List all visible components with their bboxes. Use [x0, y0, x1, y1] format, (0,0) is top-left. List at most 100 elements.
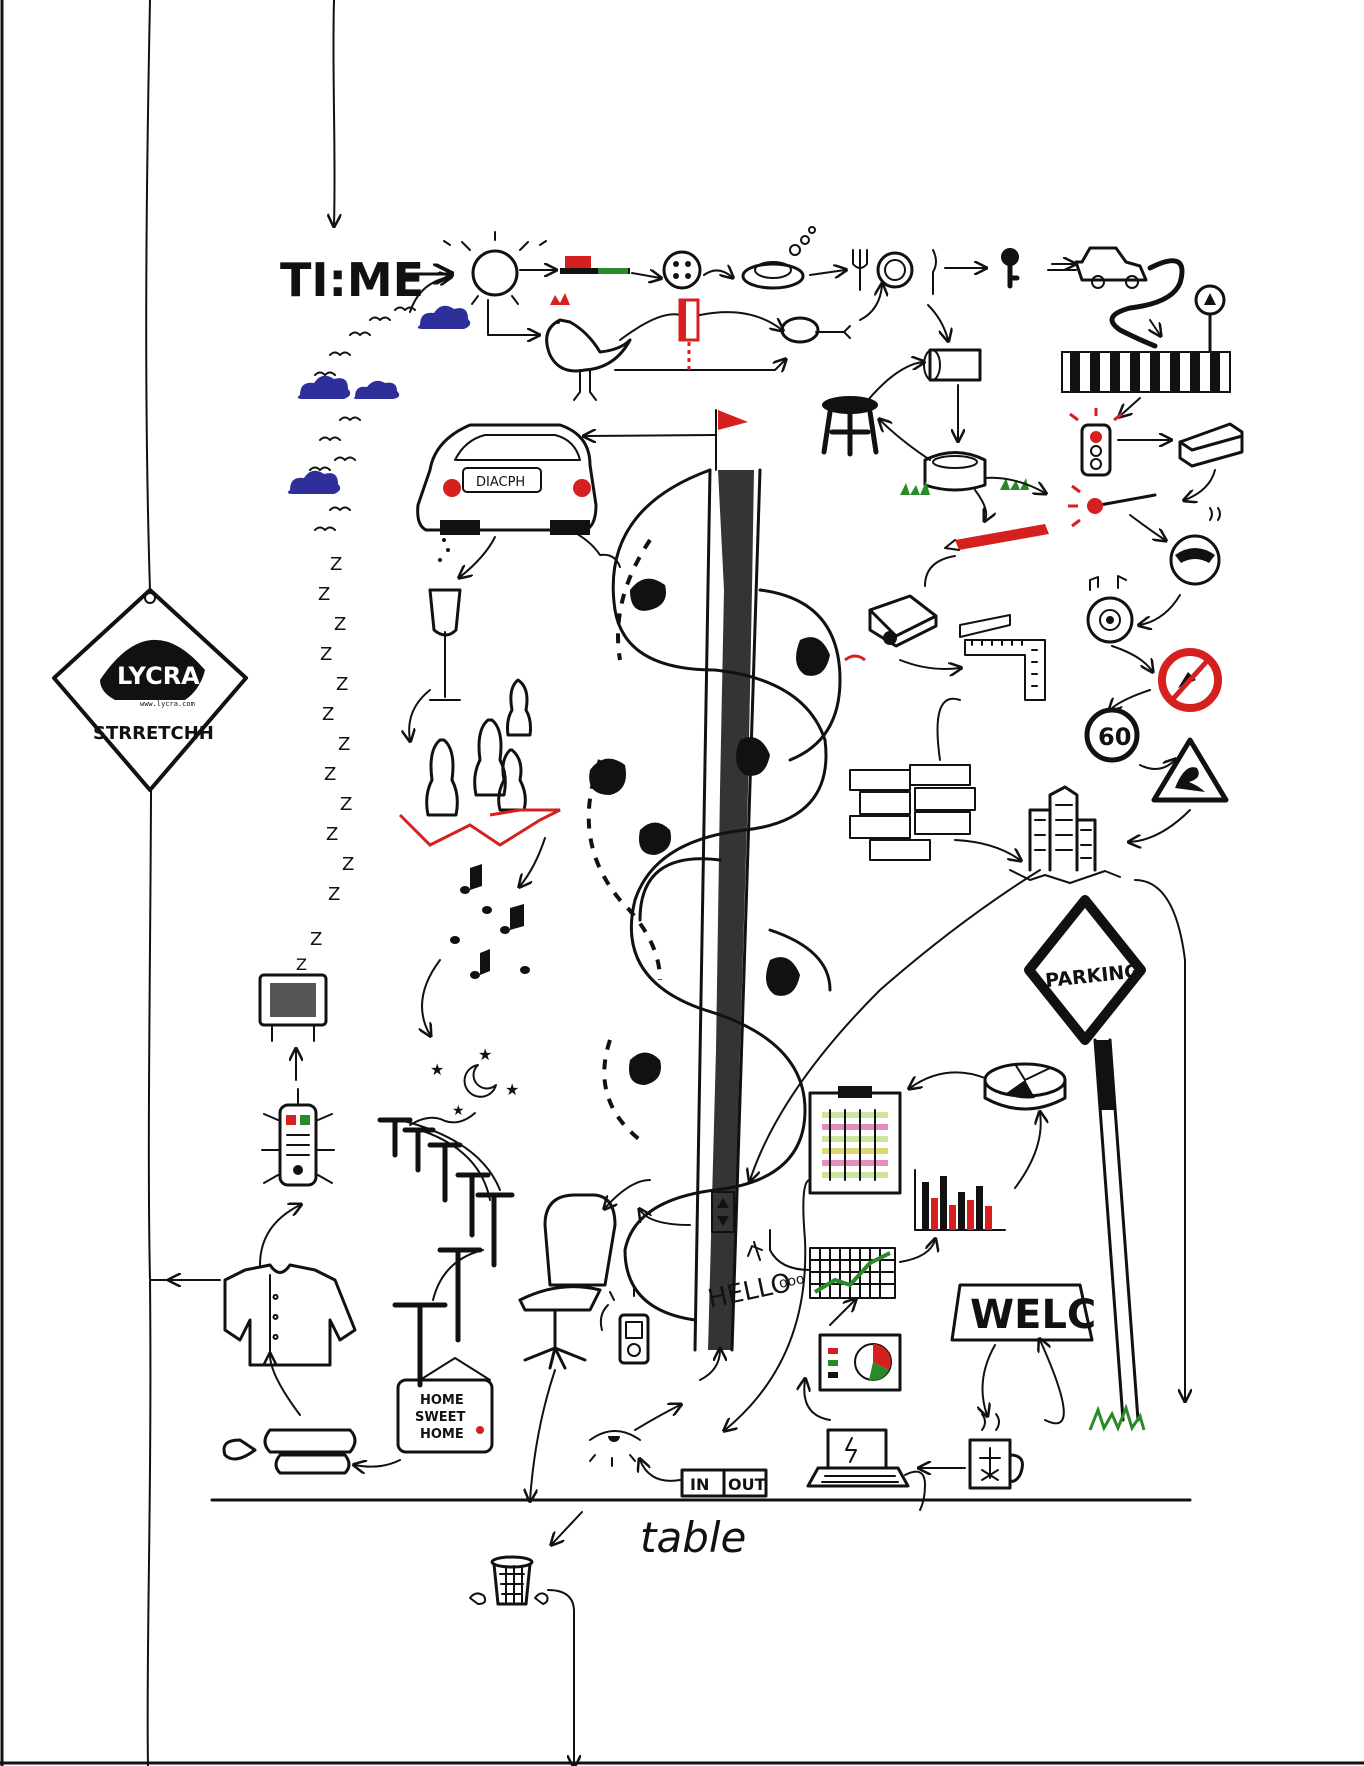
report-icon: [818, 1333, 902, 1392]
laptop-icon: [806, 1428, 926, 1511]
arrow-toothbrush-button: [631, 273, 660, 278]
arrow-table-trash: [552, 1511, 583, 1544]
champagne-icon: [428, 538, 462, 701]
sleep-z: Z: [336, 674, 348, 695]
lycra-sign: LYCRA www.lycra.com STRRETCHH: [52, 588, 248, 792]
arrow-soap-cutlery: [809, 270, 845, 275]
table-label: table: [640, 1513, 746, 1562]
road-sign-icon: [1194, 284, 1226, 357]
slippery-road-icon: [1151, 737, 1229, 803]
home-sign-line1: HOME: [420, 1393, 464, 1408]
trash-can-icon: [469, 1555, 549, 1606]
arrow-razor-leg: [699, 311, 782, 330]
sleep-z: Z: [322, 704, 334, 725]
sleep-z: Z: [340, 794, 352, 815]
clouds-icon: [287, 305, 471, 494]
steering-wheel-icon: [1169, 507, 1221, 586]
stump-icon: [900, 451, 1029, 495]
sleep-z: Z: [338, 734, 350, 755]
door-icon: IN OUT: [680, 1468, 768, 1498]
arrow-sign-speed: [1110, 689, 1151, 710]
welcome-mat-icon: WELC: [950, 1283, 1096, 1342]
arrow-key-car: [1047, 264, 1076, 270]
arrow-flag-car: [585, 435, 716, 436]
remote-control-icon: [261, 1088, 335, 1187]
arrow-clock-rooster: [487, 299, 538, 335]
razor-icon: [678, 298, 700, 370]
clipboard-icon: [808, 1086, 902, 1195]
arrow-home-slippers: [355, 1459, 401, 1467]
connector-ruler-wall: [936, 697, 961, 761]
music-notes-icon: [450, 864, 530, 979]
top-arrow-line: [333, 0, 334, 225]
toilet-roll-icon: [923, 348, 982, 382]
no-overtaking-icon: [1158, 648, 1222, 712]
sharpener-icon: [844, 594, 938, 662]
arrow-door-eye: [640, 1460, 681, 1482]
sleep-z: Z: [330, 554, 342, 575]
connector-pencil-sharpener: [924, 555, 956, 587]
connector-powerline-moon: [409, 1112, 476, 1126]
speed-limit-icon: 60: [1084, 707, 1140, 763]
line-chart-icon: [809, 1247, 896, 1299]
car-icon: [1074, 246, 1148, 289]
arrow-door-phone: [699, 1350, 720, 1381]
arrow-sharpener-ruler: [899, 659, 960, 669]
lycra-stretch-text: STRRETCHH: [93, 723, 214, 744]
arrow-wall-city: [954, 839, 1020, 860]
car-rear-icon: DIACPH: [416, 423, 621, 568]
television-icon: [258, 973, 328, 1042]
svg-text:★: ★: [478, 1045, 492, 1064]
arrow-report-line: [829, 1300, 855, 1326]
arrow-box-match: [1185, 469, 1216, 500]
elevator-icon: [711, 1191, 735, 1233]
home-sign-line3: HOME: [420, 1427, 464, 1442]
arrow-bowling-notes: [520, 837, 546, 886]
time-title: TI:ME: [280, 253, 424, 307]
home-sweet-home-sign: HOME SWEET HOME: [396, 1357, 494, 1454]
arrow-laptop-report: [804, 1380, 831, 1421]
match-icon: [1068, 484, 1157, 528]
arrow-wheel-radio: [1140, 594, 1181, 625]
chicken-leg-icon: [780, 316, 851, 344]
cutlery-icon: [852, 249, 937, 295]
stool-icon: [821, 396, 879, 457]
welcome-sign-text: WELC: [970, 1292, 1096, 1338]
arrow-stump-pencil: [974, 489, 986, 520]
box-icon: [1178, 422, 1244, 468]
arrow-city-elevator: [750, 869, 1041, 1180]
svg-text:★: ★: [430, 1060, 444, 1079]
sleep-zs: Z Z Z Z Z Z Z Z Z Z Z Z Z Z: [296, 554, 354, 974]
connector-rooster-razor: [619, 313, 681, 341]
arrow-line-bar: [899, 1240, 935, 1263]
hello-tail-text: ooo: [778, 1271, 806, 1292]
slippers-icon: [222, 1428, 357, 1475]
skyscrapers-icon: [1009, 785, 1121, 884]
door-out-label: OUT: [728, 1475, 766, 1494]
power-lines-icon: [377, 1117, 515, 1388]
zebra-crossing-icon: [1061, 351, 1231, 393]
arrow-clipboard-eye: [725, 1179, 811, 1430]
button-icon: [662, 250, 702, 290]
arrow-rooster-leg: [614, 360, 785, 370]
phone-icon: [599, 1287, 650, 1365]
left-vertical-line: [145, 0, 153, 1766]
rooster-icon: [545, 293, 632, 401]
cow-spotted-tower-icon: [586, 409, 842, 1352]
arrow-stump-stool: [880, 420, 931, 461]
arrow-car-champagne: [460, 536, 496, 577]
arrow-jacket-remote: [259, 1205, 300, 1266]
arrow-slippery-city: [1130, 809, 1191, 842]
coffee-mug-icon: [968, 1413, 1024, 1490]
sleep-z: Z: [326, 824, 338, 845]
pencil-icon: [944, 524, 1049, 551]
arrow-road-crossing: [1150, 319, 1160, 335]
sleep-z: Z: [328, 884, 340, 905]
svg-text:★: ★: [452, 1103, 465, 1119]
pie-chart-icon: [983, 1062, 1067, 1111]
svg-text:★: ★: [505, 1080, 519, 1099]
arrow-chair-table: [530, 1369, 556, 1500]
eye-icon: [589, 1430, 641, 1467]
sleep-z: Z: [296, 955, 307, 974]
